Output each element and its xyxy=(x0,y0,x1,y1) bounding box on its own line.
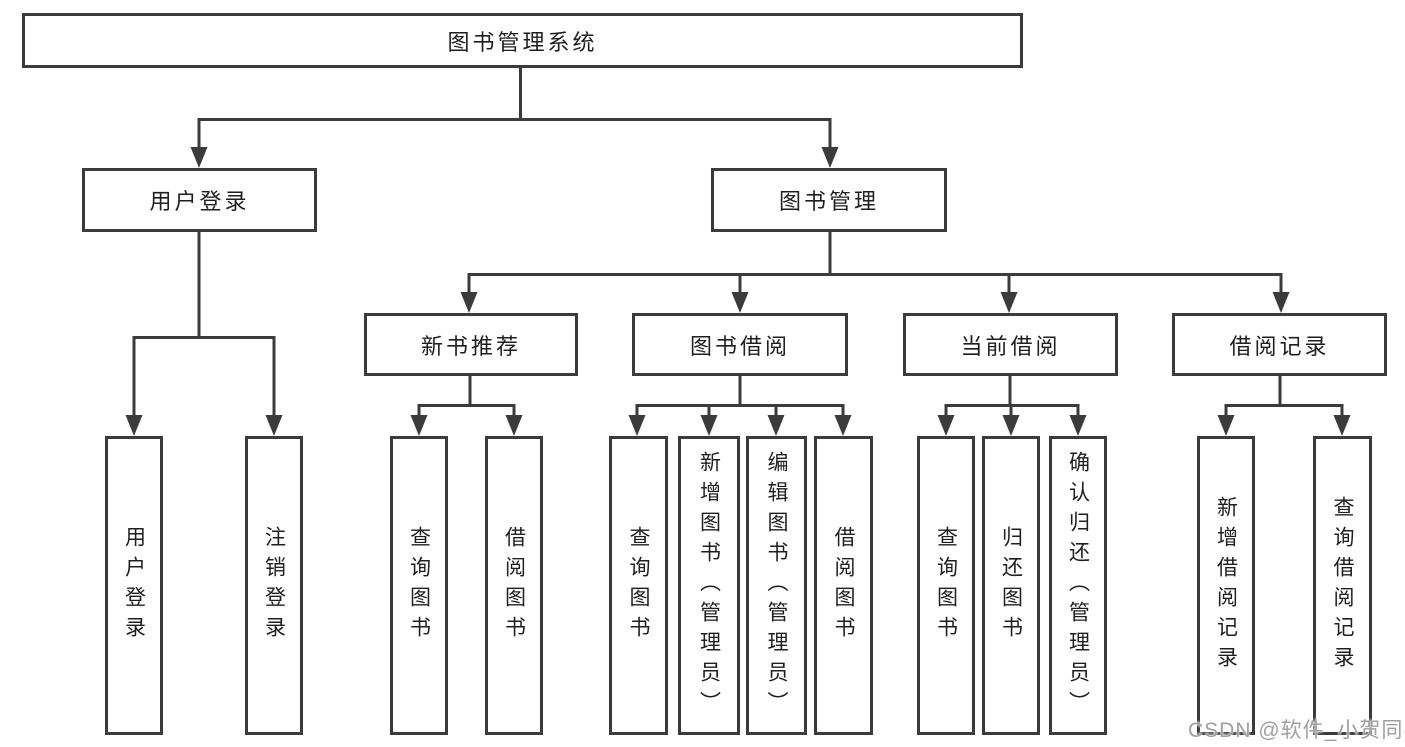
leaf-query-books-borrow: 查询图书 xyxy=(609,436,668,735)
connector-user-login-children xyxy=(125,230,283,436)
node-root-system: 图书管理系统 xyxy=(22,13,1023,68)
node-book-management: 图书管理 xyxy=(711,168,947,232)
connector-new-book-children xyxy=(410,374,523,436)
leaf-confirm-return-admin: 确认归还（管理员） xyxy=(1049,436,1107,735)
connector-book-management-children xyxy=(460,230,1290,313)
leaf-query-books-recommend: 查询图书 xyxy=(390,436,448,735)
node-book-borrowing: 图书借阅 xyxy=(632,313,848,376)
leaf-edit-books-admin: 编辑图书（管理员） xyxy=(746,436,807,735)
connector-current-borrow-children xyxy=(937,374,1087,436)
node-user-login: 用户登录 xyxy=(82,168,317,232)
leaf-query-books-current: 查询图书 xyxy=(917,436,975,735)
connector-book-borrow-children xyxy=(628,374,852,436)
node-new-book-recommend: 新书推荐 xyxy=(364,313,578,376)
connector-borrow-record-children xyxy=(1217,374,1351,436)
csdn-watermark: CSDN @软件_小贺同学 xyxy=(1188,719,1405,742)
node-current-borrowing: 当前借阅 xyxy=(903,313,1118,376)
leaf-return-books: 归还图书 xyxy=(982,436,1040,735)
leaf-user-login: 用户登录 xyxy=(105,436,163,735)
leaf-borrow-books-recommend: 借阅图书 xyxy=(485,436,543,735)
leaf-add-borrow-record: 新增借阅记录 xyxy=(1197,436,1255,735)
leaf-query-borrow-record: 查询借阅记录 xyxy=(1313,436,1372,735)
connector-root-to-level2 xyxy=(190,66,839,168)
leaf-add-books-admin: 新增图书（管理员） xyxy=(678,436,740,735)
node-borrow-records: 借阅记录 xyxy=(1172,313,1387,376)
leaf-borrow-books: 借阅图书 xyxy=(814,436,873,735)
leaf-logout: 注销登录 xyxy=(245,436,303,735)
